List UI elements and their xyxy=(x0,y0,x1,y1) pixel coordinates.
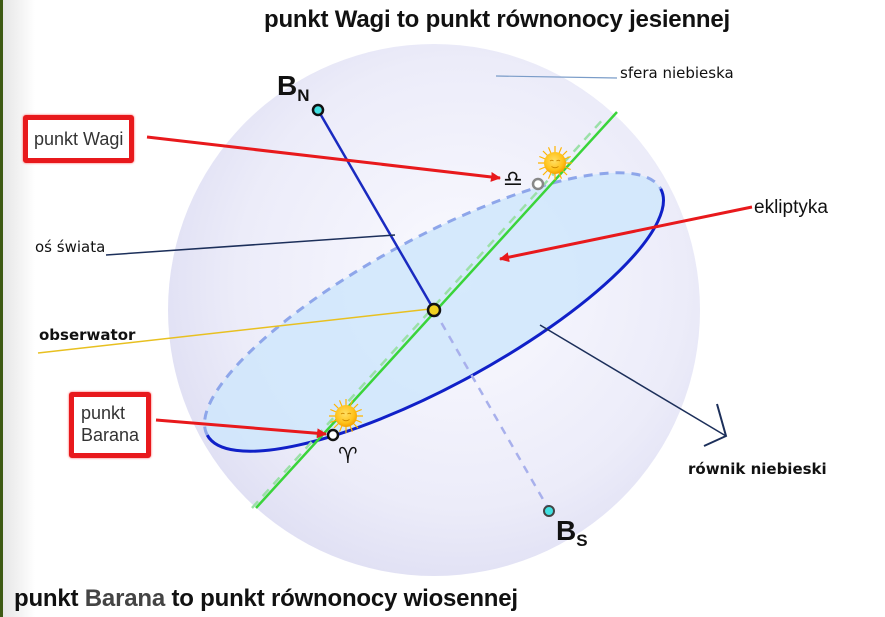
libra-point-label: punkt Wagi xyxy=(34,129,124,149)
sun-icon-aries xyxy=(328,398,364,434)
aries-point-label-line2: Barana xyxy=(81,425,140,445)
libra-symbol: ♎︎ xyxy=(503,167,523,192)
south-pole-sub: S xyxy=(576,531,588,550)
title-bottom-highlight: Barana xyxy=(84,585,165,612)
south-pole-label: BS xyxy=(556,515,588,551)
title-libra-point: punkt Wagi to punkt równonocy jesiennej xyxy=(264,6,730,33)
north-pole-letter: B xyxy=(277,70,298,101)
world-axis-upper xyxy=(316,109,436,311)
equator-leader-line xyxy=(539,324,727,437)
title-aries-point: punkt Barana to punkt równonocy wiosenne… xyxy=(14,585,518,613)
aries-point-label-line1: punkt xyxy=(81,403,126,423)
observer-leader-line xyxy=(37,308,431,354)
equator-leader-arrowhead xyxy=(703,403,728,447)
aries-point-marker xyxy=(326,428,340,442)
world-axis-label: oś świata xyxy=(35,238,106,256)
celestial-equator-line xyxy=(205,188,665,453)
title-bottom-part3: to punkt równonocy wiosennej xyxy=(164,585,518,612)
ecliptic-label: ekliptyka xyxy=(754,197,828,218)
left-edge-fade xyxy=(3,0,35,617)
libra-point-marker xyxy=(531,177,545,191)
sphere-label: sfera niebieska xyxy=(620,64,734,82)
left-edge-strip xyxy=(0,0,3,617)
observer-label: obserwator xyxy=(39,326,136,344)
north-pole-sub: N xyxy=(297,86,310,105)
sun-icon-libra xyxy=(537,145,573,181)
equator-back-dashed xyxy=(203,171,663,436)
libra-pointer-arrow xyxy=(146,135,501,182)
aries-symbol: ♈︎ xyxy=(338,444,358,469)
north-pole-marker xyxy=(311,103,325,117)
celestial-equator-label: równik niebieski xyxy=(688,460,827,478)
north-pole-label: BN xyxy=(277,70,310,106)
aries-point-box: punkt Barana xyxy=(69,392,152,458)
ecliptic-pointer-arrow xyxy=(499,205,753,263)
observer-marker xyxy=(426,302,442,318)
sphere-leader-line xyxy=(495,75,618,79)
axis-leader-line xyxy=(105,234,396,256)
title-bottom-part1: punkt xyxy=(14,585,85,612)
south-pole-letter: B xyxy=(556,515,577,546)
libra-point-box: punkt Wagi xyxy=(23,115,135,163)
aries-pointer-arrow xyxy=(155,418,327,439)
south-pole-marker xyxy=(543,505,555,517)
